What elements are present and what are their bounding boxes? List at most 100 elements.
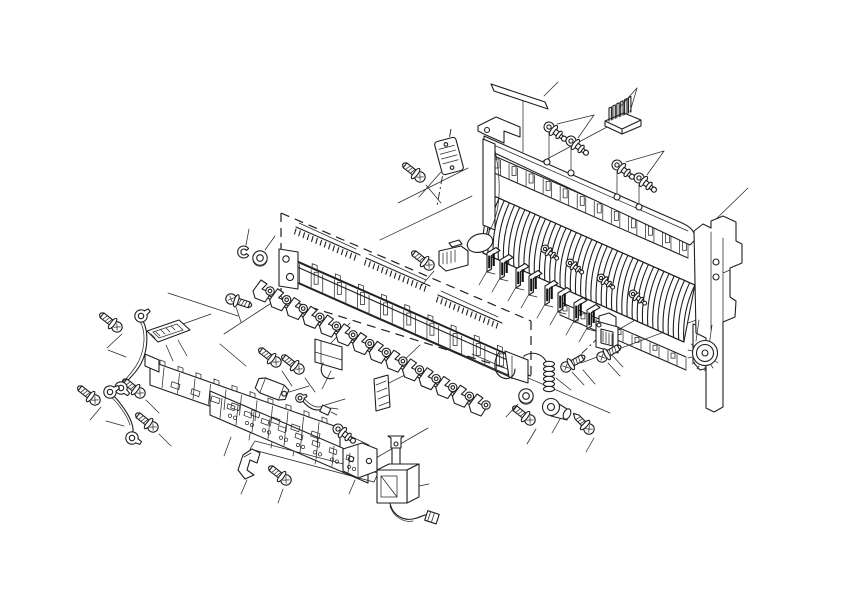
fin-top-edge: [494, 196, 695, 285]
pan-head-screw: [398, 158, 429, 186]
plate-divider: [348, 453, 350, 473]
grid-tooth: [462, 308, 464, 313]
pan-head-screw: [131, 408, 162, 436]
leader-line: [626, 151, 664, 162]
leader-line: [398, 168, 468, 203]
plate-divider: [316, 439, 318, 459]
fin: [596, 246, 607, 303]
lattice-cell: [453, 333, 457, 345]
fin: [519, 212, 530, 269]
fin: [503, 205, 514, 262]
plate-hole: [233, 416, 236, 419]
lattice-cell: [563, 189, 567, 198]
comb-tooth: [609, 107, 611, 121]
grid-tooth: [416, 282, 418, 287]
fin: [560, 230, 571, 287]
clip-pad: [544, 279, 559, 308]
pan-head-screw: [254, 343, 285, 371]
leader-line: [236, 307, 241, 322]
plate-hole: [279, 436, 282, 439]
leader-line: [532, 127, 607, 167]
fin: [684, 285, 695, 342]
grip-pad: [147, 320, 190, 342]
fin: [668, 278, 679, 335]
plate-divider: [332, 446, 334, 466]
grid-tooth: [369, 262, 371, 267]
plate-tab: [286, 404, 291, 410]
leader-line: [376, 428, 428, 458]
grid-tooth: [483, 318, 485, 323]
grid-tooth: [449, 303, 451, 308]
mount-bracket: [596, 313, 618, 353]
leader-line: [578, 115, 594, 138]
plate-divider: [193, 379, 195, 399]
grid-tooth: [382, 267, 384, 272]
dashed-outline: [281, 213, 531, 321]
grid-tooth: [295, 229, 297, 234]
jumper-wire: [301, 396, 338, 415]
leader-line: [550, 311, 558, 325]
corona-unit-frame: [465, 117, 742, 412]
fin: [586, 242, 597, 299]
plate-slot: [271, 417, 280, 425]
clip-pad: [499, 253, 514, 282]
plate-tab: [250, 392, 255, 398]
grid-tooth: [466, 310, 468, 315]
lattice-cell: [580, 196, 584, 205]
grid-tooth: [390, 271, 392, 276]
lattice-cell: [653, 345, 657, 350]
leader-line: [544, 82, 558, 96]
plate-divider: [268, 419, 270, 439]
fin: [575, 237, 586, 294]
grid-tooth: [350, 253, 352, 258]
plate-slot: [211, 396, 220, 404]
pan-head-screw: [277, 350, 308, 378]
tapping-screw: [568, 408, 598, 438]
grid-tooth: [341, 250, 343, 255]
lattice-edge: [560, 315, 686, 370]
grid-tooth: [324, 242, 326, 247]
plate-divider: [162, 368, 164, 388]
generated-details: [160, 97, 631, 474]
leader-line: [90, 407, 101, 420]
leader-line: [289, 386, 309, 392]
grid-tooth: [299, 231, 301, 236]
leader-line: [108, 350, 126, 357]
fin: [658, 274, 669, 331]
leader-line: [479, 271, 487, 285]
fin: [529, 217, 540, 274]
grid-strip-edge: [369, 254, 426, 280]
ring-terminal: [122, 428, 145, 449]
plate-hole: [296, 443, 299, 446]
grid-strip: [296, 227, 360, 255]
comb-tooth: [629, 97, 631, 114]
plate-divider: [178, 373, 180, 393]
pan-head-screw: [264, 461, 295, 489]
plate-divider: [240, 395, 242, 415]
guide-plate-outline: [250, 441, 378, 482]
mylar-strip: [491, 84, 548, 109]
fin: [663, 276, 674, 333]
plate-hole: [267, 431, 270, 434]
grid-tooth: [424, 286, 426, 291]
shoulder-stud: [540, 118, 571, 146]
grid-tooth: [320, 240, 322, 245]
fin: [581, 239, 592, 296]
grid-strip-edge: [299, 223, 356, 249]
shoulder-stud: [630, 169, 661, 197]
leader-line: [583, 370, 595, 384]
plate-slot: [346, 455, 354, 462]
wire-hook: [495, 351, 515, 379]
sensor-connector: [434, 137, 464, 176]
lattice-cell: [407, 313, 411, 325]
lattice-cell: [499, 354, 503, 366]
leader-line: [586, 438, 594, 452]
leader-line: [166, 345, 173, 361]
plate-divider: [220, 398, 222, 418]
terminal-block: [439, 240, 468, 271]
grid-tooth: [458, 306, 460, 311]
grid-right-flange: [505, 351, 528, 383]
leader-line: [146, 400, 159, 413]
grid-tooth: [475, 314, 477, 319]
